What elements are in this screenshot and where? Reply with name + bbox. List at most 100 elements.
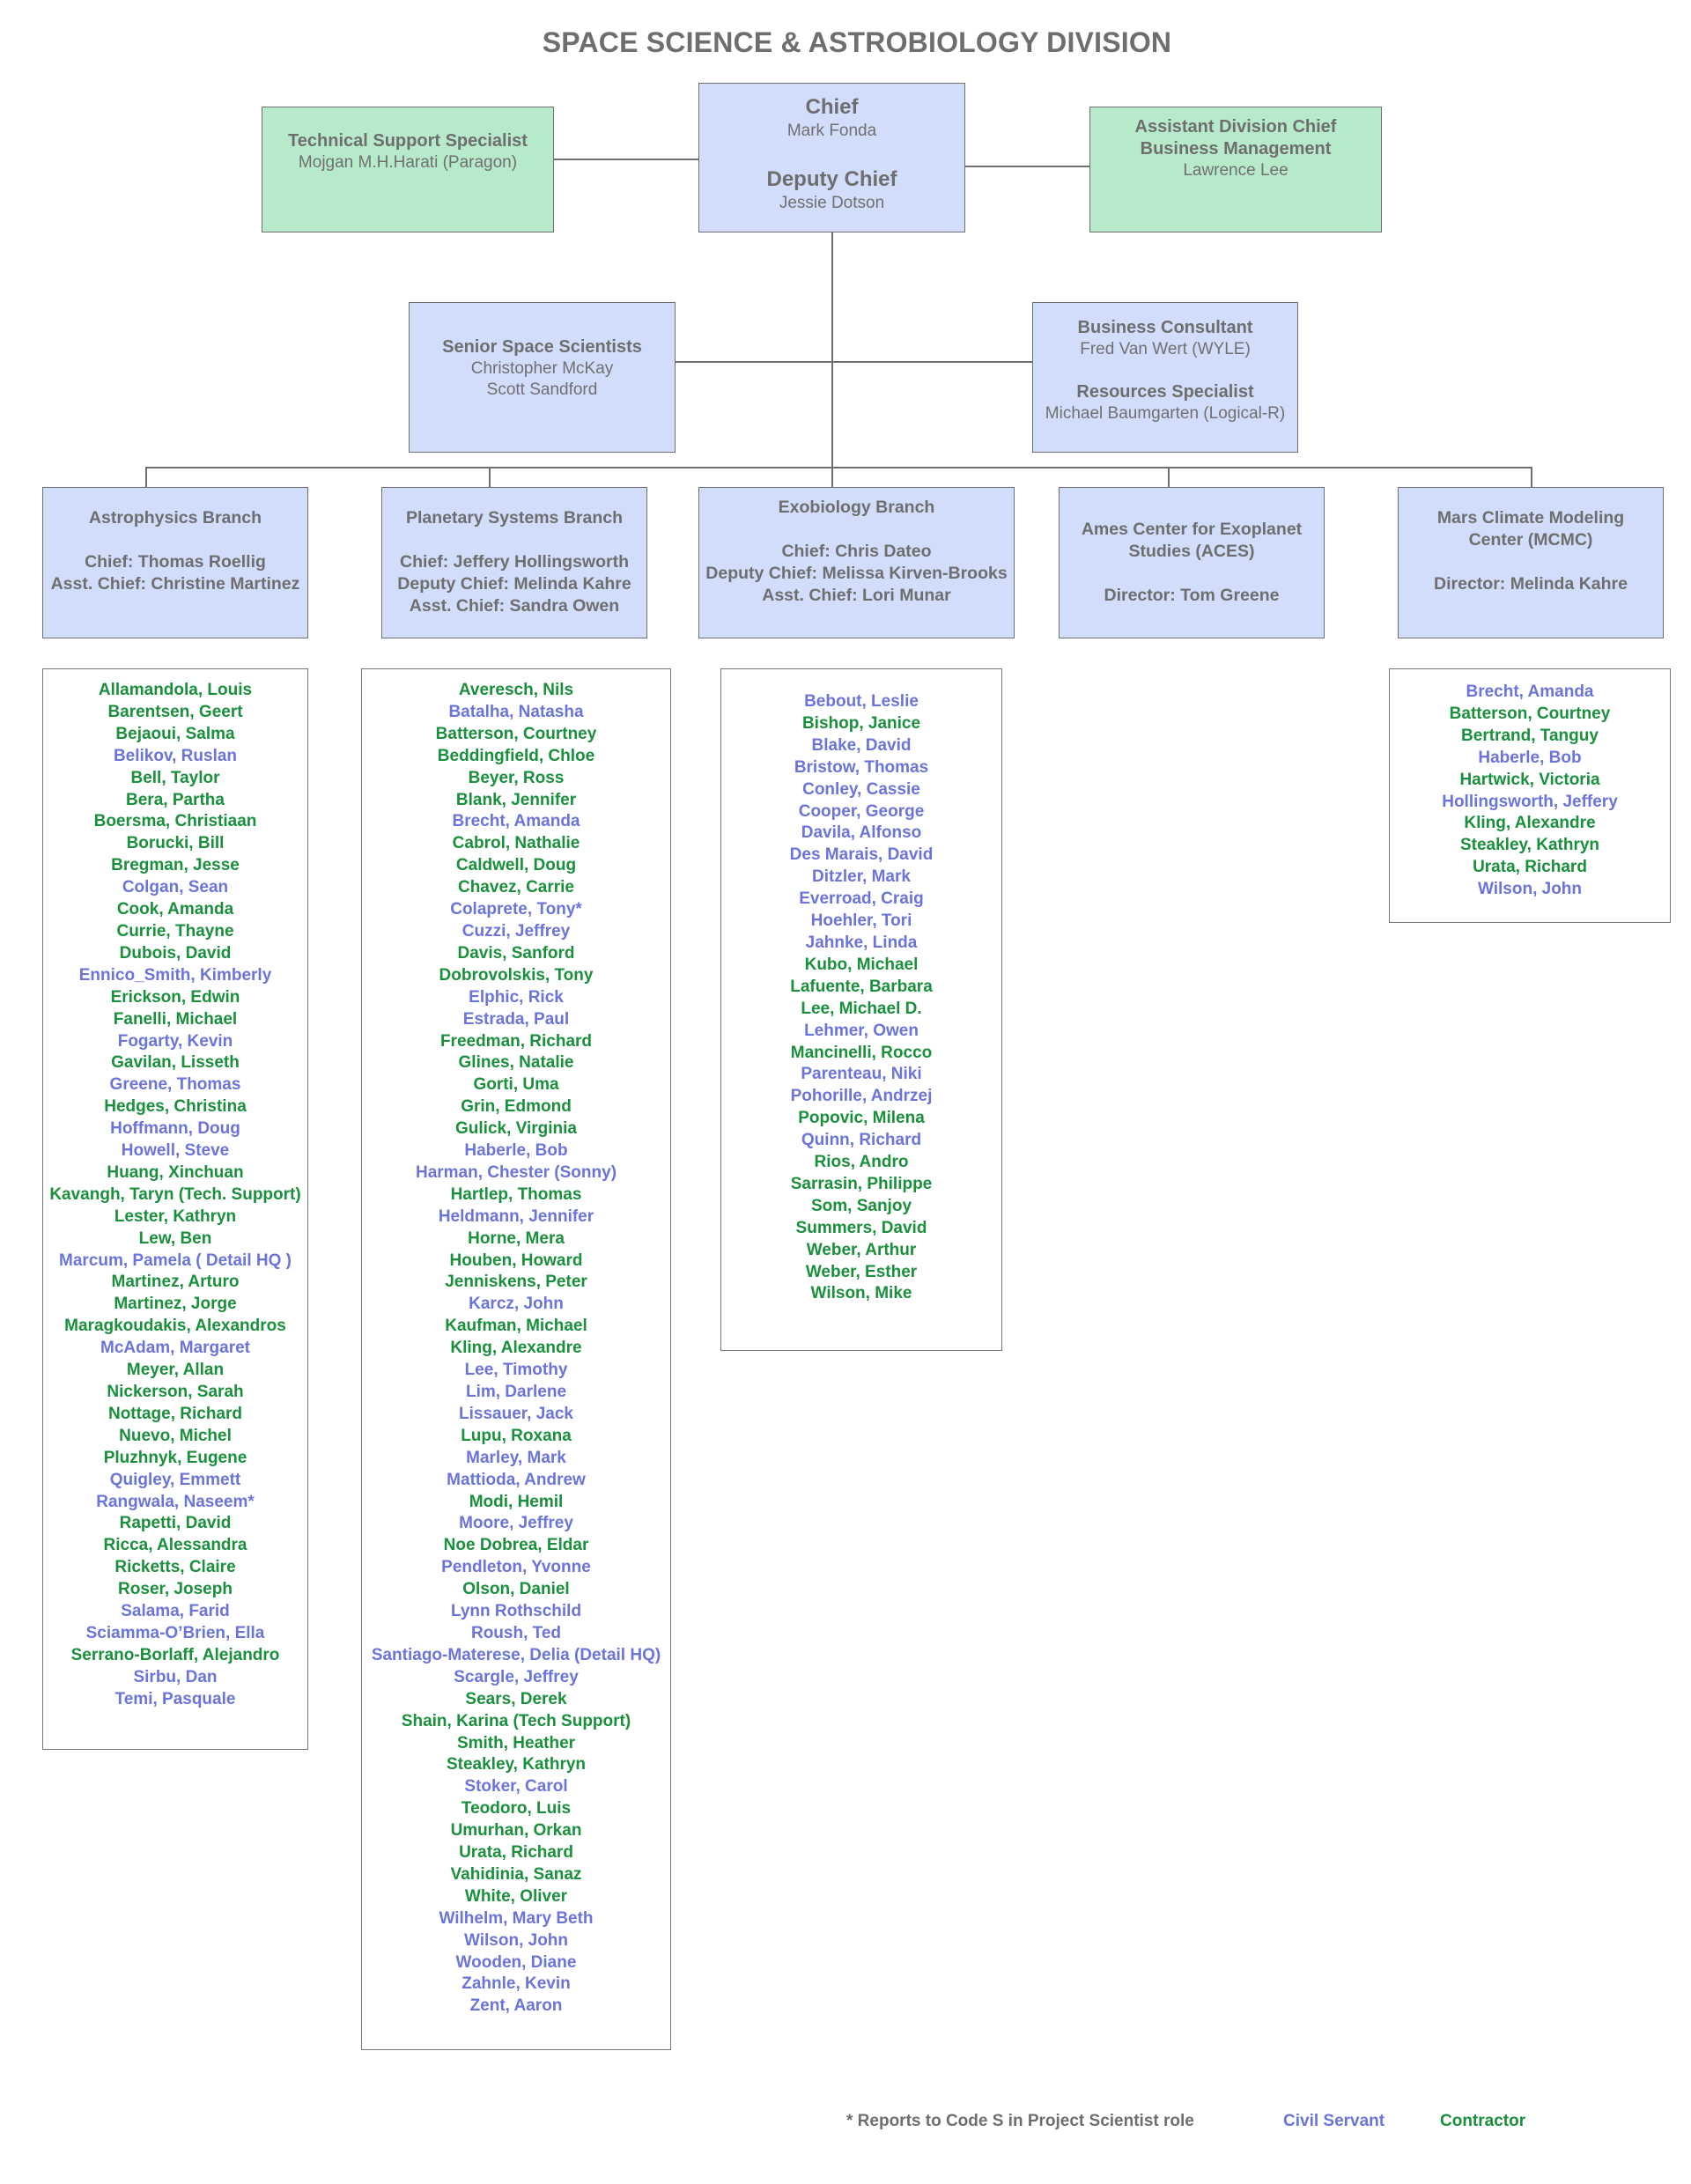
branch-name: Exobiology Branch: [778, 498, 935, 517]
branch-director: Director: Tom Greene: [1104, 586, 1280, 605]
member-name: Temi, Pasquale: [114, 1689, 236, 1708]
member-name: Weber, Arthur: [806, 1240, 917, 1259]
member-name: Modi, Hemil: [469, 1492, 564, 1511]
member-name: Lafuente, Barbara: [790, 977, 933, 996]
member-name: Som, Sanjoy: [810, 1196, 912, 1215]
asst-division-chief-box: Assistant Division Chief Business Manage…: [1089, 107, 1382, 232]
member-name: Smith, Heather: [456, 1733, 576, 1752]
member-name: Wilson, John: [1477, 880, 1583, 899]
branch-director: Director: Melinda Kahre: [1434, 574, 1628, 594]
member-name: Chavez, Carrie: [457, 878, 574, 897]
branch-asst-chief: Asst. Chief: Lori Munar: [762, 586, 951, 605]
member-name: Harman, Chester (Sonny): [415, 1162, 617, 1182]
member-name: Blake, David: [811, 735, 912, 755]
member-name: Lynn Rothschild: [450, 1602, 582, 1621]
member-name: Noe Dobrea, Eldar: [443, 1536, 589, 1555]
member-name: Elphic, Rick: [469, 987, 564, 1007]
business-box: Business Consultant Fred Van Wert (WYLE)…: [1032, 302, 1298, 453]
member-name: Fanelli, Michael: [113, 1009, 238, 1029]
business-consultant-role: Business Consultant: [1077, 318, 1253, 337]
page-title: SPACE SCIENCE & ASTROBIOLOGY DIVISION: [542, 26, 1172, 58]
member-name: Santiago-Materese, Delia (Detail HQ): [371, 1645, 661, 1664]
branch-deputy-chief: Deputy Chief: Melinda Kahre: [397, 574, 631, 594]
branch-chief: Chief: Thomas Roellig: [85, 552, 266, 572]
member-name: Sirbu, Dan: [133, 1667, 218, 1686]
member-name: Nottage, Richard: [107, 1404, 243, 1423]
member-name: Barentsen, Geert: [107, 702, 243, 721]
member-name: Cooper, George: [798, 801, 925, 821]
member-name: Hartwick, Victoria: [1459, 770, 1600, 789]
member-name: Martinez, Arturo: [111, 1273, 240, 1292]
member-name: Karcz, John: [469, 1295, 564, 1314]
tech-support-name: Mojgan M.H.Harati (Paragon): [298, 153, 518, 172]
business-consultant-name: Fred Van Wert (WYLE): [1080, 340, 1251, 358]
member-name: Glines, Natalie: [458, 1053, 574, 1073]
member-name: Rapetti, David: [119, 1514, 232, 1533]
member-name: Bell, Taylor: [130, 768, 220, 787]
chief-box: Chief Mark Fonda Deputy Chief Jessie Dot…: [698, 83, 965, 232]
connector-branch-astro: [145, 467, 147, 487]
member-name: Conley, Cassie: [802, 779, 920, 799]
asst-chief-role-line2: Business Management: [1140, 139, 1332, 159]
member-name: Hoffmann, Doug: [110, 1119, 240, 1139]
member-name: Gulick, Virginia: [455, 1119, 577, 1139]
member-name: Hartlep, Thomas: [450, 1184, 582, 1204]
member-name: Sciamma-O’Brien, Ella: [85, 1623, 265, 1642]
chief-name: Mark Fonda: [786, 122, 877, 140]
member-name: Batterson, Courtney: [1449, 704, 1611, 723]
member-name: Meyer, Allan: [126, 1361, 225, 1380]
member-name: Parenteau, Niki: [801, 1065, 922, 1084]
member-name: Mattioda, Andrew: [447, 1470, 586, 1489]
member-name: Bishop, Janice: [801, 713, 921, 733]
member-name: Fogarty, Kevin: [117, 1031, 233, 1051]
branch-name: Planetary Systems Branch: [405, 508, 624, 528]
member-name: Urata, Richard: [459, 1843, 573, 1863]
member-name: Beyer, Ross: [468, 768, 565, 787]
member-name: Pendleton, Yvonne: [441, 1558, 591, 1577]
member-name: Rangwala, Naseem*: [96, 1492, 255, 1511]
member-name: Lew, Ben: [138, 1228, 212, 1248]
member-name: Cabrol, Nathalie: [452, 834, 580, 853]
member-name: Haberle, Bob: [1478, 748, 1582, 767]
connector-branch-aces: [1168, 467, 1170, 487]
member-name: Bristow, Thomas: [794, 757, 929, 777]
member-name: Kaufman, Michael: [445, 1317, 587, 1336]
member-name: Moore, Jeffrey: [459, 1514, 573, 1533]
member-name: Lissauer, Jack: [459, 1404, 573, 1423]
deputy-chief-label: Deputy Chief: [766, 167, 897, 191]
member-name: Shain, Karina (Tech Support): [401, 1711, 631, 1730]
member-name: McAdam, Margaret: [100, 1339, 250, 1358]
member-name: Grin, Edmond: [461, 1097, 572, 1117]
member-name: Batterson, Courtney: [435, 724, 597, 743]
legend-civil-servant: Civil Servant: [1283, 2112, 1385, 2130]
member-name: Bregman, Jesse: [111, 856, 240, 875]
member-name: Cuzzi, Jeffrey: [462, 921, 571, 941]
member-name: Nuevo, Michel: [119, 1426, 232, 1445]
connector-branch-planetary: [489, 467, 491, 487]
member-name: Umurhan, Orkan: [450, 1821, 582, 1841]
connector-branch-mcmc: [1531, 467, 1532, 487]
senior-scientists-role: Senior Space Scientists: [442, 337, 642, 357]
member-name: Popovic, Milena: [798, 1109, 925, 1128]
connector-chief-trunk: [831, 232, 833, 487]
member-name: Des Marais, David: [789, 845, 934, 865]
senior-scientist-name: Scott Sandford: [486, 380, 598, 399]
member-name: Colaprete, Tony*: [450, 900, 582, 919]
branch-name: Astrophysics Branch: [88, 508, 262, 528]
member-name: Kling, Alexandre: [450, 1339, 582, 1358]
member-name: Caldwell, Doug: [455, 856, 577, 875]
member-name: Roser, Joseph: [118, 1580, 233, 1599]
member-name: Jahnke, Linda: [805, 933, 918, 952]
member-name: White, Oliver: [464, 1886, 568, 1906]
branch-name-line1: Mars Climate Modeling: [1436, 508, 1625, 528]
member-name: Teodoro, Luis: [461, 1799, 572, 1819]
member-name: Martinez, Jorge: [114, 1295, 237, 1314]
member-name: Ricca, Alessandra: [103, 1536, 247, 1555]
member-name: Davila, Alfonso: [801, 823, 922, 843]
member-name: Cook, Amanda: [116, 900, 234, 919]
member-name: Scargle, Jeffrey: [454, 1667, 579, 1686]
member-name: Everroad, Craig: [799, 889, 924, 909]
member-name: Lim, Darlene: [465, 1383, 567, 1401]
member-name: Brecht, Amanda: [452, 812, 580, 831]
